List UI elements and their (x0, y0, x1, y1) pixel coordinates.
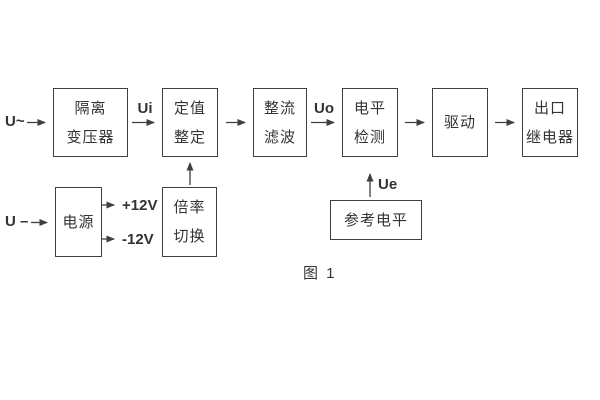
block-power-supply: 电源 (55, 187, 102, 257)
block-rectify-filter-line1: 整流 (263, 99, 296, 117)
block-isolation-transformer-line2: 变压器 (66, 128, 115, 146)
block-output-relay: 出口 继电器 (522, 88, 578, 157)
block-level-detect-line2: 检测 (353, 128, 386, 146)
block-drive: 驱动 (432, 88, 488, 157)
signal-uo-label: Uo (314, 100, 334, 117)
signal-plus-12v-label: +12V (122, 197, 158, 214)
block-isolation-transformer: 隔离 变压器 (53, 88, 128, 157)
block-value-setting: 定值 整定 (162, 88, 218, 157)
block-value-setting-line1: 定值 (173, 99, 206, 117)
block-rectify-filter-line2: 滤波 (263, 128, 296, 146)
block-drive-label: 驱动 (443, 114, 476, 131)
figure-caption: 图 1 (303, 265, 337, 282)
block-ratio-switch: 倍率 切换 (162, 187, 217, 257)
signal-ue-label: Ue (378, 176, 398, 193)
block-level-detect-line1: 电平 (353, 99, 386, 117)
block-reference-level: 参考电平 (330, 200, 422, 240)
block-power-supply-label: 电源 (62, 213, 95, 231)
block-ratio-switch-line2: 切换 (173, 228, 206, 245)
signal-dc-input-label: U – (5, 213, 29, 230)
block-isolation-transformer-line1: 隔离 (74, 99, 107, 117)
block-output-relay-line2: 继电器 (525, 128, 574, 146)
signal-minus-12v-label: -12V (122, 231, 154, 248)
signal-ui-label: Ui (137, 100, 153, 117)
block-value-setting-line2: 整定 (173, 128, 206, 146)
block-reference-level-label: 参考电平 (343, 211, 408, 229)
block-level-detect: 电平 检测 (342, 88, 398, 157)
block-rectify-filter: 整流 滤波 (253, 88, 307, 157)
signal-ac-input-label: U~ (5, 113, 25, 130)
block-output-relay-line1: 出口 (533, 99, 566, 117)
block-ratio-switch-line1: 倍率 (173, 199, 206, 216)
